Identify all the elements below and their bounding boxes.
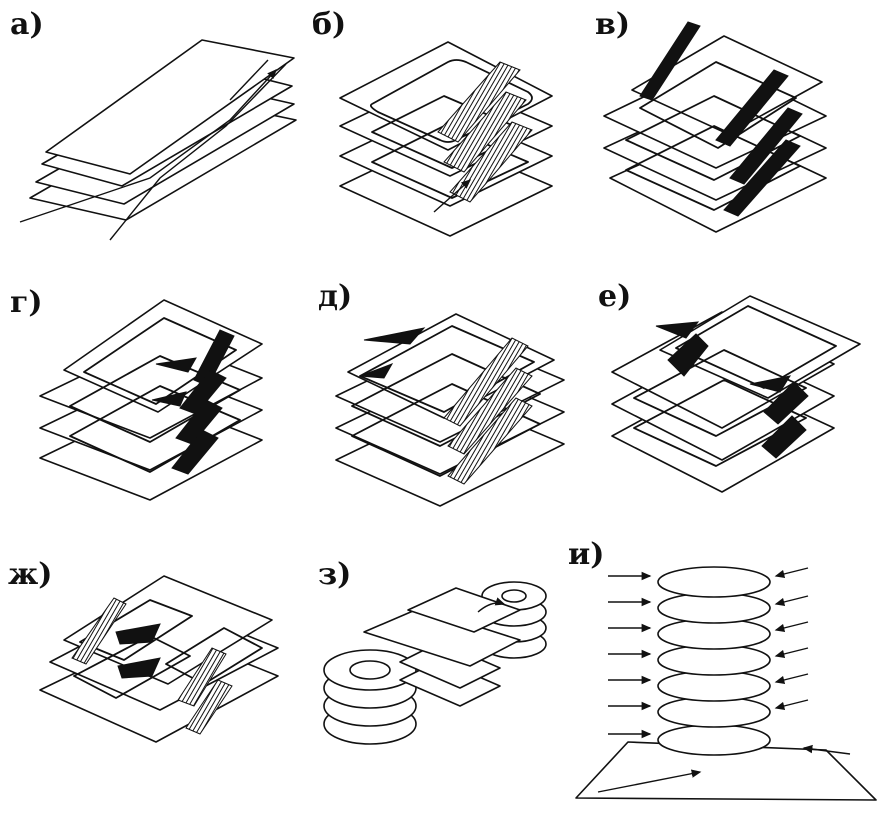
panel-label-z: з): [318, 557, 352, 592]
wedge: [155, 357, 197, 373]
vortex-ring: [657, 724, 771, 756]
front-band: [761, 415, 807, 459]
front-band: [447, 367, 533, 455]
anticyclone-coil: [501, 589, 527, 603]
front-band: [723, 139, 801, 217]
circulation-loop: [639, 61, 797, 149]
circulation-loop: [625, 125, 801, 211]
vortex-ring: [657, 566, 771, 598]
sheet: [63, 299, 263, 413]
front-band: [177, 647, 227, 707]
flow-arrow: [802, 744, 851, 755]
panel-label-v: в): [595, 7, 631, 42]
sheet: [45, 39, 295, 175]
vortex-column: [657, 566, 771, 756]
wedge: [151, 391, 187, 407]
panel-label-b: б): [312, 7, 347, 42]
panel-zh-figure: [39, 575, 279, 743]
panel-d-figure: [335, 313, 565, 507]
front-band: [179, 369, 227, 415]
circulation-loop: [371, 125, 529, 199]
flow-arrow: [774, 595, 809, 607]
outflow-arrows: [774, 567, 809, 711]
inflow-arrows: [608, 571, 652, 739]
front-band: [171, 429, 219, 475]
panel-b-figure: [339, 41, 553, 237]
panel-i-figure: [575, 566, 877, 801]
circulation-loop: [165, 627, 263, 685]
panel-label-g: г): [10, 285, 43, 320]
circulation-loop: [633, 379, 807, 467]
sheet: [407, 587, 521, 633]
front-band: [437, 61, 521, 143]
flow-line: [229, 59, 269, 101]
front-band: [175, 399, 223, 445]
panel-e-figure: [611, 295, 861, 493]
front-band: [185, 679, 233, 735]
front-band: [715, 69, 789, 147]
front-band: [729, 107, 803, 185]
wedge: [655, 321, 700, 339]
wedge: [749, 375, 792, 393]
flow-line: [19, 68, 277, 223]
panel-label-zh: ж): [8, 557, 53, 592]
flow-arrow: [433, 179, 472, 213]
flow-arrow: [774, 699, 809, 711]
sheet: [363, 607, 521, 667]
wedge: [117, 657, 161, 679]
circulation-loop: [351, 383, 541, 477]
circulation-loop: [369, 59, 533, 143]
circulation-loop: [359, 325, 535, 413]
base-sheet: [575, 741, 877, 801]
flow-arrow: [774, 621, 809, 633]
flow-line: [109, 63, 287, 241]
flow-arrow: [477, 597, 506, 613]
panel-v-figure: [603, 21, 827, 233]
flow-arrow: [774, 567, 809, 579]
flow-arrow: [774, 673, 809, 685]
cyclone-coil: [349, 660, 391, 680]
circulation-loop: [79, 599, 193, 661]
front-band: [443, 337, 529, 427]
front-band: [443, 91, 527, 173]
wedge: [363, 327, 426, 345]
sheet: [659, 295, 861, 399]
circulation-loop: [633, 349, 807, 437]
panel-a-figure: [19, 39, 297, 241]
circulation-loop: [69, 355, 241, 443]
panel-label-e: е): [598, 279, 632, 314]
panel-g-figure: [39, 299, 263, 501]
wedge: [359, 363, 394, 379]
panel-label-i: и): [568, 537, 605, 572]
panel-z-figure: [323, 581, 547, 745]
circulation-loop: [625, 95, 801, 181]
wedge: [115, 623, 161, 645]
circulation-loop: [675, 305, 837, 389]
flow-arrow: [774, 647, 809, 659]
flow-arrow: [597, 769, 702, 793]
sheet: [631, 35, 823, 135]
front-band: [71, 597, 127, 665]
front-band: [667, 333, 709, 377]
front-band: [763, 381, 809, 425]
panel-label-a: а): [10, 7, 44, 42]
circulation-loop: [69, 385, 241, 473]
circulation-loop: [83, 317, 237, 405]
circulation-loop: [351, 353, 541, 447]
circulation-loop: [73, 635, 191, 699]
panel-label-d: д): [318, 279, 353, 314]
front-band: [639, 21, 701, 101]
front-band: [447, 397, 533, 485]
